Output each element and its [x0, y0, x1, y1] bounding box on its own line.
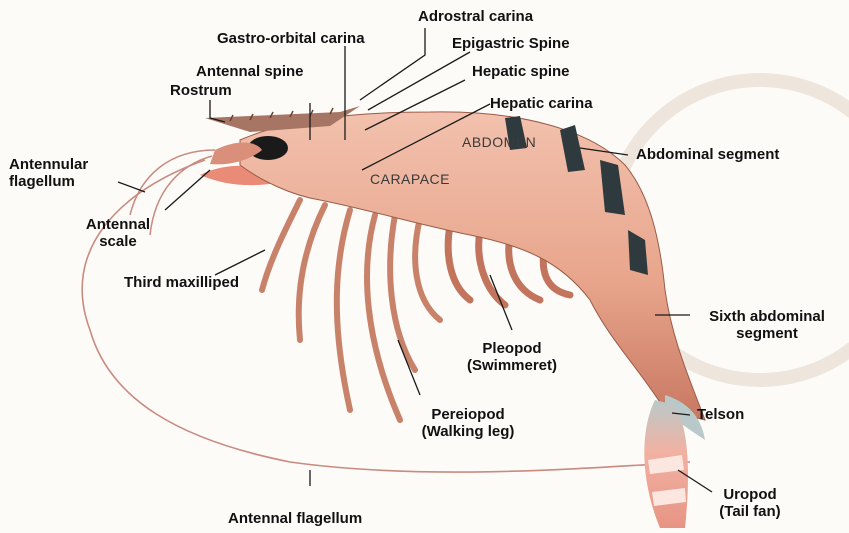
label-sixth-abdominal-segment-line1: Sixth abdominal [692, 308, 842, 325]
abdomen-text: ABDOMEN [462, 134, 536, 150]
label-antennular-flagellum-line1: Antennular [9, 156, 88, 173]
carapace-text: CARAPACE [370, 171, 450, 187]
label-epigastric-spine: Epigastric Spine [452, 35, 570, 52]
label-uropod: Uropod (Tail fan) [705, 486, 795, 520]
label-third-maxilliped: Third maxilliped [124, 274, 239, 291]
label-pleopod-line2: (Swimmeret) [457, 357, 567, 374]
label-pereiopod: Pereiopod (Walking leg) [398, 406, 538, 440]
label-telson: Telson [697, 406, 744, 423]
label-uropod-line1: Uropod [705, 486, 795, 503]
label-rostrum: Rostrum [170, 82, 232, 99]
label-uropod-line2: (Tail fan) [705, 503, 795, 520]
label-pleopod-line1: Pleopod [457, 340, 567, 357]
label-pereiopod-line1: Pereiopod [398, 406, 538, 423]
label-abdominal-segment: Abdominal segment [636, 146, 779, 163]
label-hepatic-spine: Hepatic spine [472, 63, 570, 80]
pereiopods [262, 200, 440, 420]
label-gastro-orbital-carina: Gastro-orbital carina [217, 30, 365, 47]
label-antennal-scale-line1: Antennal [78, 216, 158, 233]
label-antennal-spine: Antennal spine [196, 63, 304, 80]
label-antennular-flagellum: Antennular flagellum [9, 156, 88, 190]
label-adrostral-carina: Adrostral carina [418, 8, 533, 25]
label-pleopod: Pleopod (Swimmeret) [457, 340, 567, 374]
label-sixth-abdominal-segment-line2: segment [692, 325, 842, 342]
label-antennular-flagellum-line2: flagellum [9, 173, 88, 190]
label-antennal-scale-line2: scale [78, 233, 158, 250]
label-hepatic-carina: Hepatic carina [490, 95, 593, 112]
label-pereiopod-line2: (Walking leg) [398, 423, 538, 440]
label-sixth-abdominal-segment: Sixth abdominal segment [692, 308, 842, 342]
label-antennal-scale: Antennal scale [78, 216, 158, 250]
label-antennal-flagellum: Antennal flagellum [228, 510, 362, 527]
